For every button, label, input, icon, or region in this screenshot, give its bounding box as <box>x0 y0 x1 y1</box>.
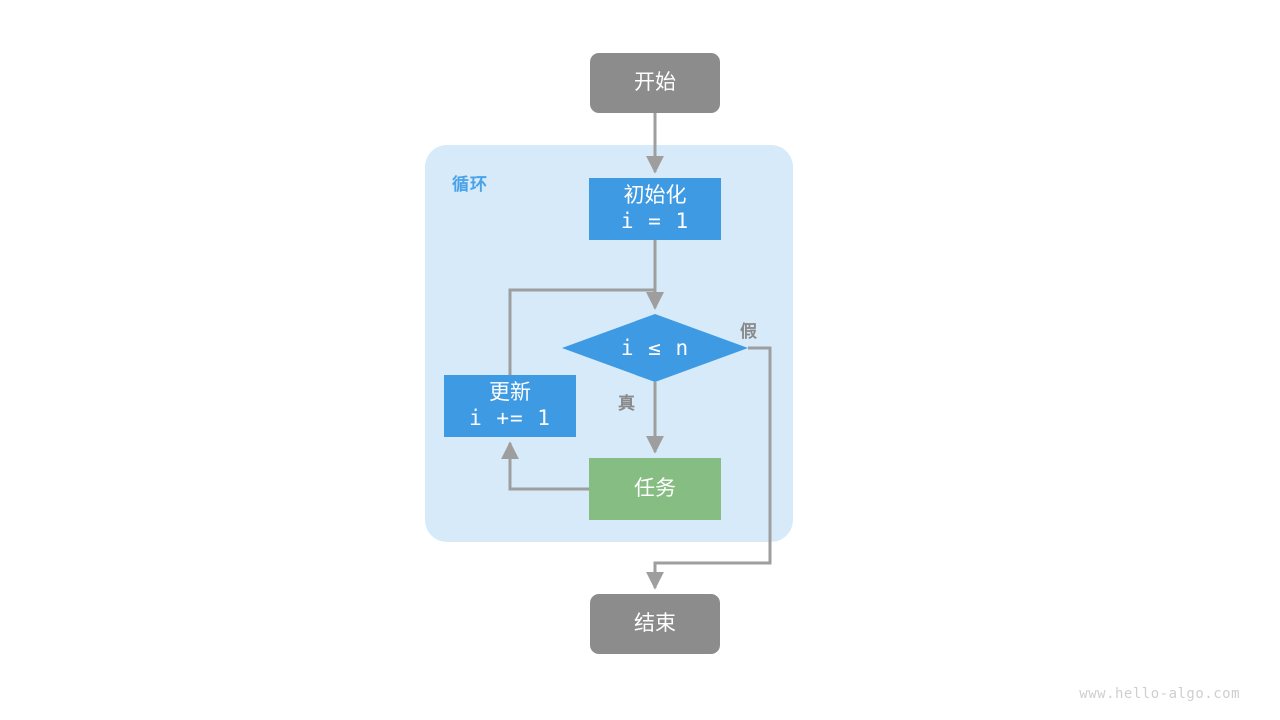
watermark: www.hello-algo.com <box>1079 686 1240 702</box>
node-init[interactable] <box>589 178 721 240</box>
node-update[interactable] <box>444 375 576 437</box>
loop-group-label: 循环 <box>452 175 488 194</box>
node-start[interactable] <box>590 53 720 113</box>
node-end[interactable] <box>590 594 720 654</box>
edge-update-to-condition <box>508 288 664 375</box>
edge-label-true: 真 <box>618 394 636 413</box>
edge-condition-false-to-end <box>646 346 772 590</box>
node-condition[interactable] <box>562 314 748 382</box>
edge-task-to-update <box>501 441 589 491</box>
node-task[interactable] <box>589 458 721 520</box>
edge-label-false: 假 <box>740 322 758 341</box>
